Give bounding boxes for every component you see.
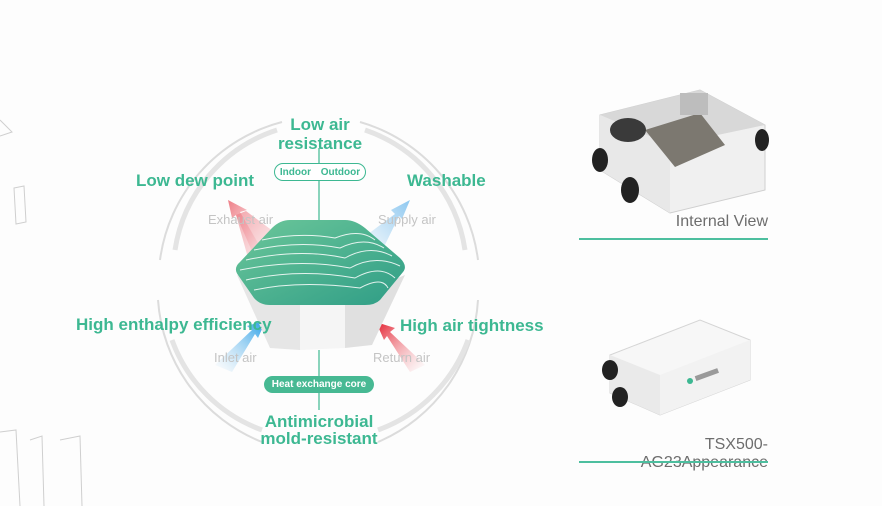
heat-exchange-core	[235, 220, 405, 350]
indoor-label: Indoor	[279, 166, 311, 178]
feature-line: resistance	[277, 134, 363, 153]
feature-washable: Washable	[407, 171, 486, 190]
supply-air-label: Supply air	[378, 212, 436, 227]
exhaust-arrow-body	[236, 211, 285, 265]
feature-low-air-resistance: Low air resistance	[270, 115, 370, 153]
feature-line: Low air	[290, 115, 350, 134]
internal-view-image	[592, 89, 769, 214]
exhaust-air-label: Exhaust air	[208, 212, 274, 227]
feature-low-dew-point: Low dew point	[136, 171, 255, 190]
inlet-air-label: Inlet air	[214, 350, 257, 365]
appearance-image	[602, 319, 751, 416]
internal-view-caption: Internal View	[675, 213, 768, 230]
core-label-pill: Heat exchange core	[264, 376, 374, 393]
appearance-caption: TSX500-AG23Appearance	[641, 436, 768, 471]
caption-underline	[579, 238, 768, 240]
caption-underline	[579, 461, 768, 463]
outdoor-label: Outdoor	[320, 166, 361, 178]
indoor-outdoor-pill: Indoor Outdoor	[274, 163, 366, 181]
inlet-arrow	[215, 320, 266, 372]
feature-high-air-tightness: High air tightness	[400, 316, 544, 335]
feature-line: Antimicrobial	[264, 412, 374, 431]
outer-ring	[157, 121, 479, 443]
feature-line: mold-resistant	[260, 429, 378, 448]
feature-high-enthalpy-efficiency: High enthalpy efficiency	[76, 315, 272, 334]
feature-antimicrobial: Antimicrobial mold-resistant	[250, 413, 388, 447]
return-arrow	[376, 322, 425, 372]
return-air-label: Return air	[373, 350, 431, 365]
